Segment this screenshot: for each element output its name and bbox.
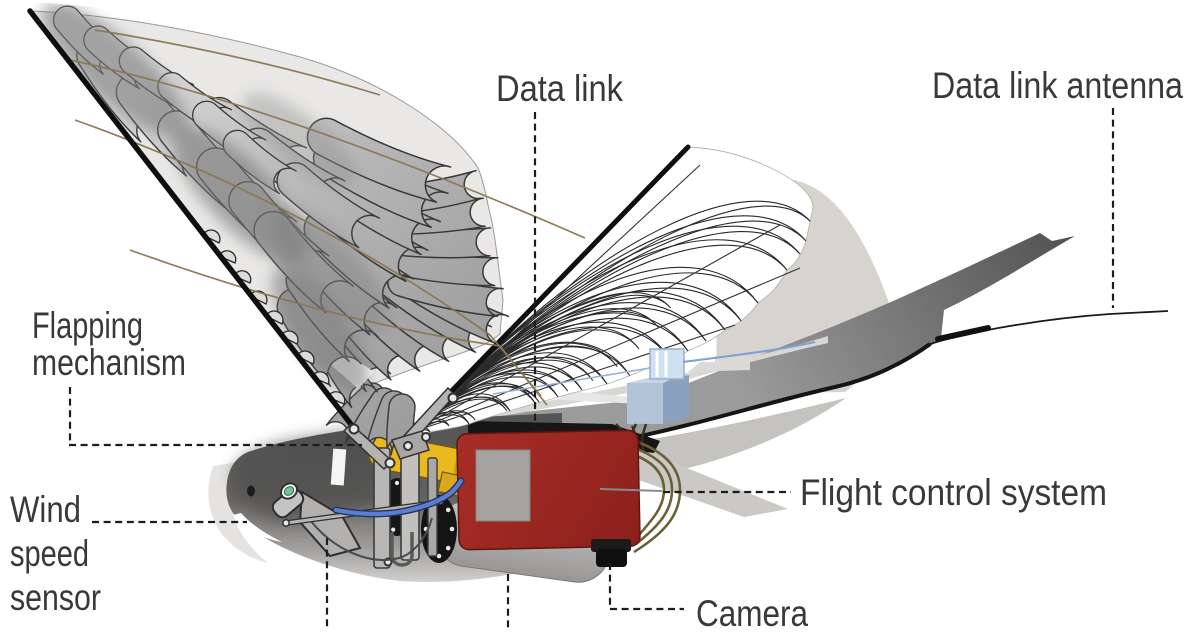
svg-text:Data link: Data link bbox=[496, 68, 623, 109]
svg-text:Camera: Camera bbox=[696, 593, 808, 630]
svg-text:mechanism: mechanism bbox=[32, 342, 186, 383]
svg-text:Data link antenna: Data link antenna bbox=[932, 65, 1183, 106]
svg-text:Flight control system: Flight control system bbox=[800, 472, 1107, 513]
svg-text:Wind: Wind bbox=[10, 489, 81, 530]
svg-text:sensor: sensor bbox=[10, 577, 101, 618]
svg-text:Flapping: Flapping bbox=[32, 305, 143, 346]
svg-text:speed: speed bbox=[10, 533, 89, 574]
